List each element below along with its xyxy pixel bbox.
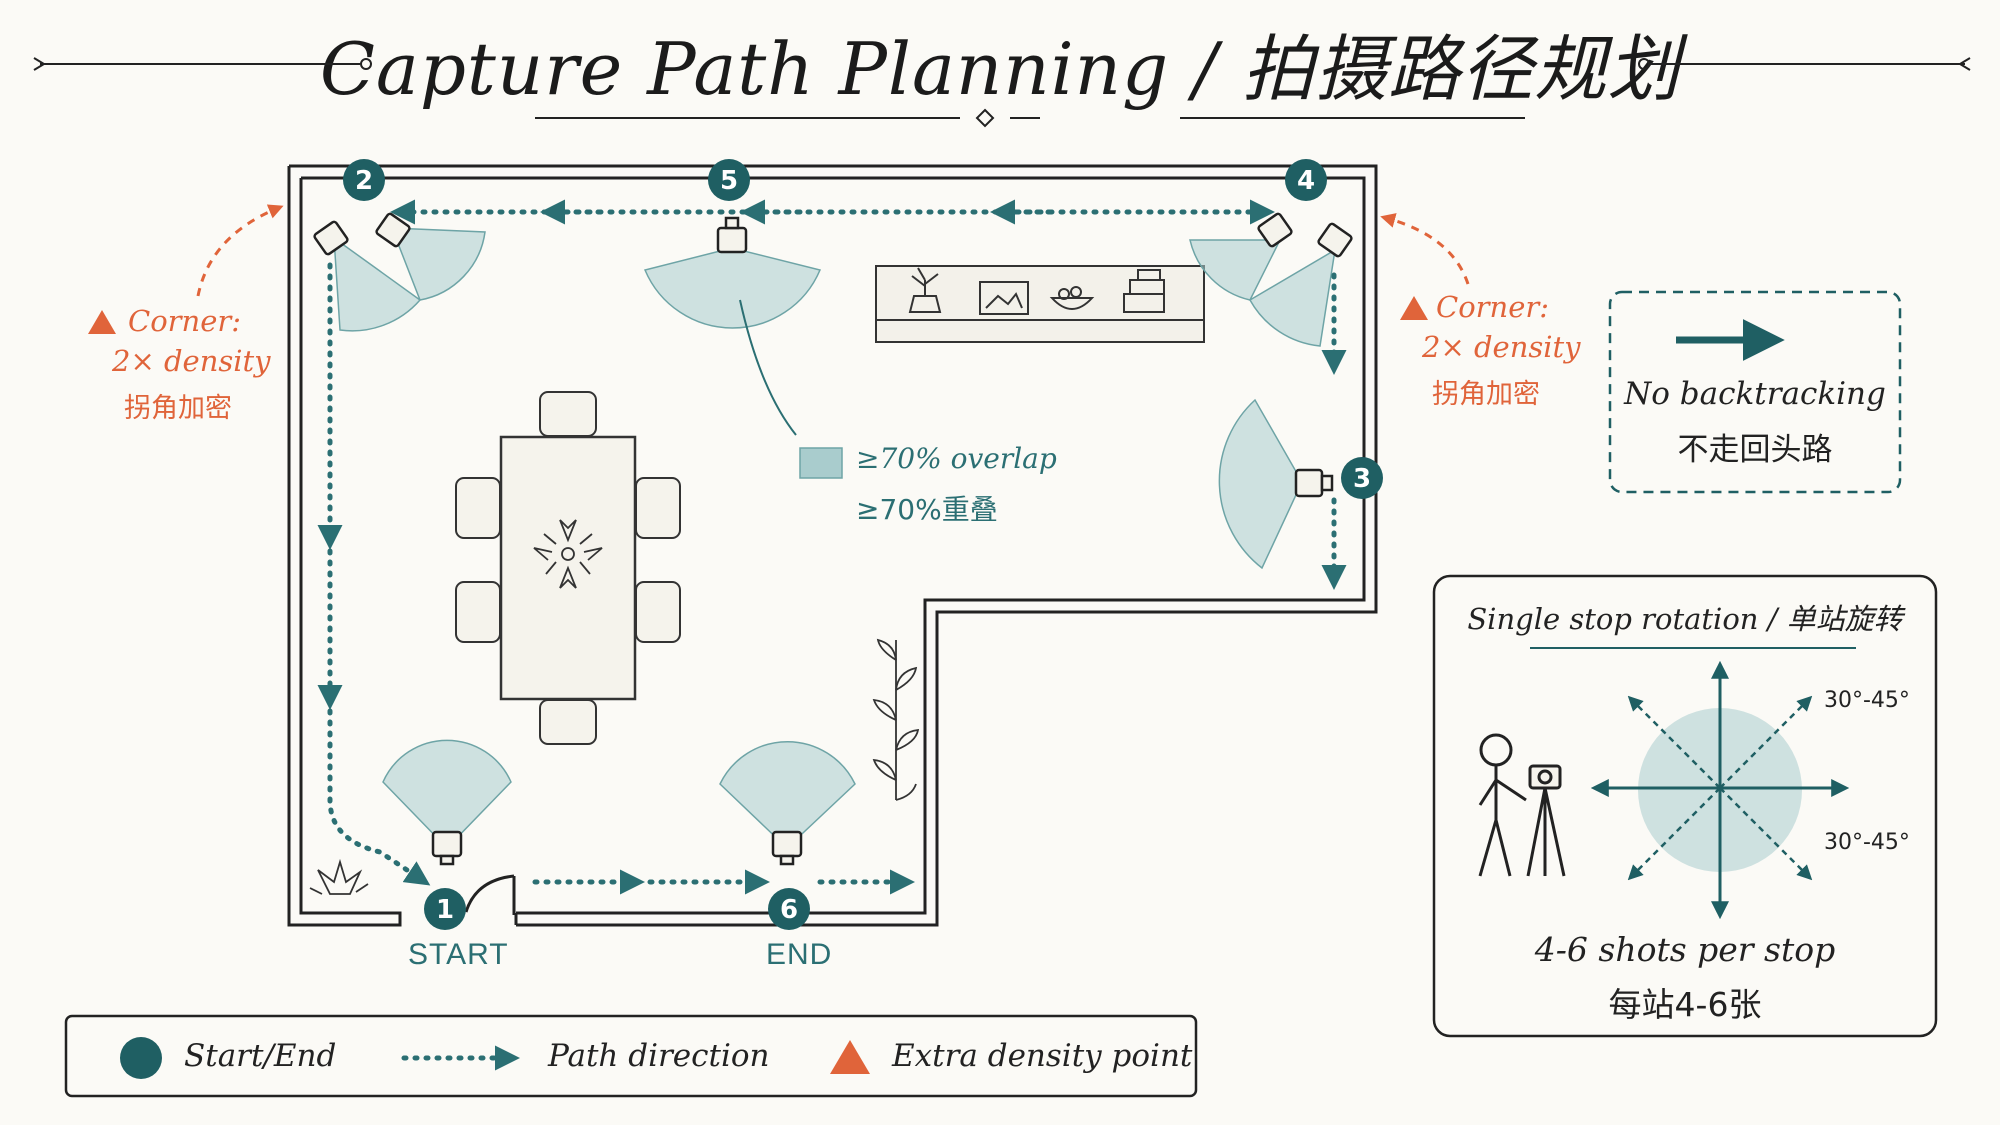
shots-per-stop-cn: 每站4-6张 [1608, 985, 1762, 1024]
corner-left-arc [196, 204, 284, 297]
table-flower-icon [533, 519, 603, 589]
legend-start-end-label: Start/End [184, 1038, 337, 1074]
corner-left-density: 2× density [112, 344, 271, 378]
dining-chairs [455, 391, 681, 745]
stop-number-3: 3 [1353, 464, 1371, 494]
stop-number-5: 5 [720, 166, 738, 196]
fov-cone-stop-6 [719, 740, 856, 850]
end-label: END [766, 938, 833, 971]
page-title: Capture Path Planning / 拍摄路径规划 [319, 27, 1681, 111]
fov-cone-stop-3 [1218, 398, 1303, 570]
shelf-books-icon [1123, 269, 1165, 313]
wall-shelf [875, 265, 1205, 343]
legend-box [64, 1014, 1198, 1098]
corner-left-cn: 拐角加密 [124, 393, 232, 424]
stop-number-4: 4 [1297, 166, 1315, 196]
path-segment-to-start [327, 697, 431, 886]
overlap-label-en: ≥70% overlap [856, 442, 1057, 475]
stop-number-6: 6 [780, 895, 798, 925]
fov-cone-stop-2b [390, 227, 486, 301]
corner-right-title: Corner: [1436, 290, 1549, 324]
overlap-leader-line [739, 299, 797, 436]
stop-number-2: 2 [355, 166, 373, 196]
rotation-title: Single stop rotation / 单站旋转 [1467, 602, 1903, 636]
camera-icons [313, 212, 1353, 866]
stop-marker-3 [1341, 457, 1383, 499]
angle-label-top: 30°-45° [1824, 688, 1910, 713]
shelf-bowl-icon [1049, 286, 1095, 310]
stop-marker-6 [768, 888, 810, 930]
corner-right-density: 2× density [1422, 330, 1581, 364]
door [464, 874, 516, 915]
corner-left-triangle-icon [88, 310, 116, 334]
corner-right-arc [1380, 213, 1470, 285]
fov-cone-stop-1 [382, 739, 512, 850]
angle-label-bottom: 30°-45° [1824, 830, 1910, 855]
stop-markers [343, 159, 1383, 930]
legend-path-label: Path direction [548, 1038, 770, 1074]
room-walls [287, 164, 1378, 927]
no-backtrack-label-cn: 不走回头路 [1677, 432, 1833, 468]
corner-right-triangle-icon [1400, 296, 1428, 320]
legend-density-triangle-icon [830, 1040, 870, 1074]
no-backtrack-label-en: No backtracking [1624, 376, 1886, 412]
stop-marker-5 [708, 159, 750, 201]
rotation-diagram [1590, 660, 1850, 920]
fov-cones [333, 227, 1336, 850]
fov-cone-stop-4b [1248, 248, 1336, 347]
corner-plant-icon [309, 858, 369, 895]
stop-marker-1 [424, 888, 466, 930]
stop-marker-2 [343, 159, 385, 201]
corner-left-title: Corner: [128, 304, 241, 338]
title-decoration [33, 57, 1971, 128]
rotation-box [1432, 574, 1938, 1038]
capture-path [317, 199, 1347, 895]
corner-right-cn: 拐角加密 [1432, 379, 1540, 410]
start-label: START [408, 938, 509, 971]
stop-marker-4 [1285, 159, 1327, 201]
shelf-plant-icon [908, 267, 942, 313]
no-backtrack-box [1608, 290, 1902, 494]
shelf-picture-icon [979, 281, 1029, 315]
fov-cone-stop-4a [1189, 239, 1282, 301]
overlap-swatch [799, 447, 843, 479]
overlap-label-cn: ≥70%重叠 [856, 493, 998, 526]
photographer-icon [1478, 733, 1527, 877]
legend-start-end-icon [120, 1037, 162, 1079]
shots-per-stop-en: 4-6 shots per stop [1534, 930, 1836, 969]
tall-plant-icon [872, 638, 920, 801]
stop-number-1: 1 [436, 895, 454, 925]
fov-cone-stop-2a [333, 236, 422, 332]
tripod-camera-icon [1526, 764, 1566, 877]
fov-cone-stop-5 [643, 247, 822, 329]
legend-density-label: Extra density point [892, 1038, 1193, 1074]
